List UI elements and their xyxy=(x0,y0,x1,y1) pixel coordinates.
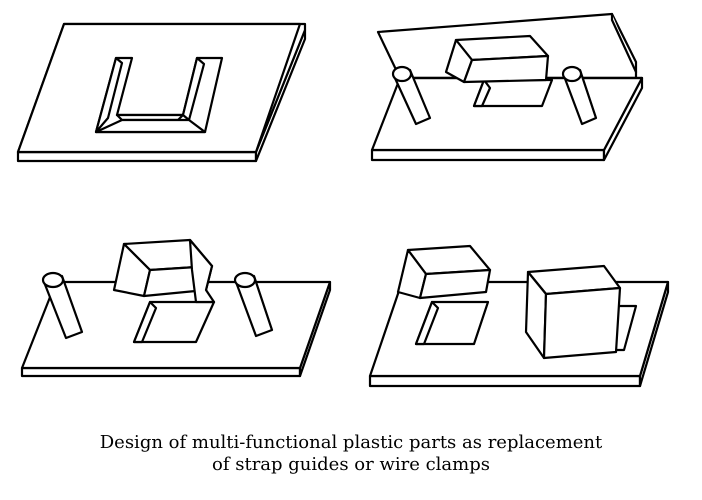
pin-3-right-top xyxy=(233,271,257,289)
block-4-right-side xyxy=(542,286,622,360)
plate-1-front-face xyxy=(16,150,258,163)
u-slot-left-wall xyxy=(94,56,124,134)
bent-plate-with-block-and-pins xyxy=(370,12,644,162)
plate-with-u-slot xyxy=(16,22,307,163)
plate-2-cutout-wall xyxy=(472,78,492,108)
plate-2-front-face xyxy=(370,148,606,162)
pin-2-right-top xyxy=(561,65,583,83)
figure-caption: Design of multi-functional plastic parts… xyxy=(0,432,702,476)
block-2-side xyxy=(462,54,550,84)
plate-3-front-face xyxy=(20,366,302,378)
plate-4-front-face xyxy=(368,374,642,388)
caption-line-1: Design of multi-functional plastic parts… xyxy=(99,432,603,453)
pin-2-left-top xyxy=(391,65,413,83)
plate-with-block-and-pins xyxy=(20,238,332,378)
plate-2-bend-edge xyxy=(610,12,638,74)
plate-with-two-blocks xyxy=(368,244,670,388)
plate-1-top-face xyxy=(16,22,302,154)
pin-3-left-top xyxy=(41,271,65,289)
u-slot-floor-edge xyxy=(94,118,207,134)
block-4-left-side xyxy=(418,268,492,300)
illustration xyxy=(16,12,670,388)
block-3-return xyxy=(188,238,216,304)
plate-4-left-cutout-wall xyxy=(414,300,440,346)
caption-line-2: of strap guides or wire clamps xyxy=(212,454,490,475)
plate-3-cutout-wall xyxy=(132,300,158,344)
